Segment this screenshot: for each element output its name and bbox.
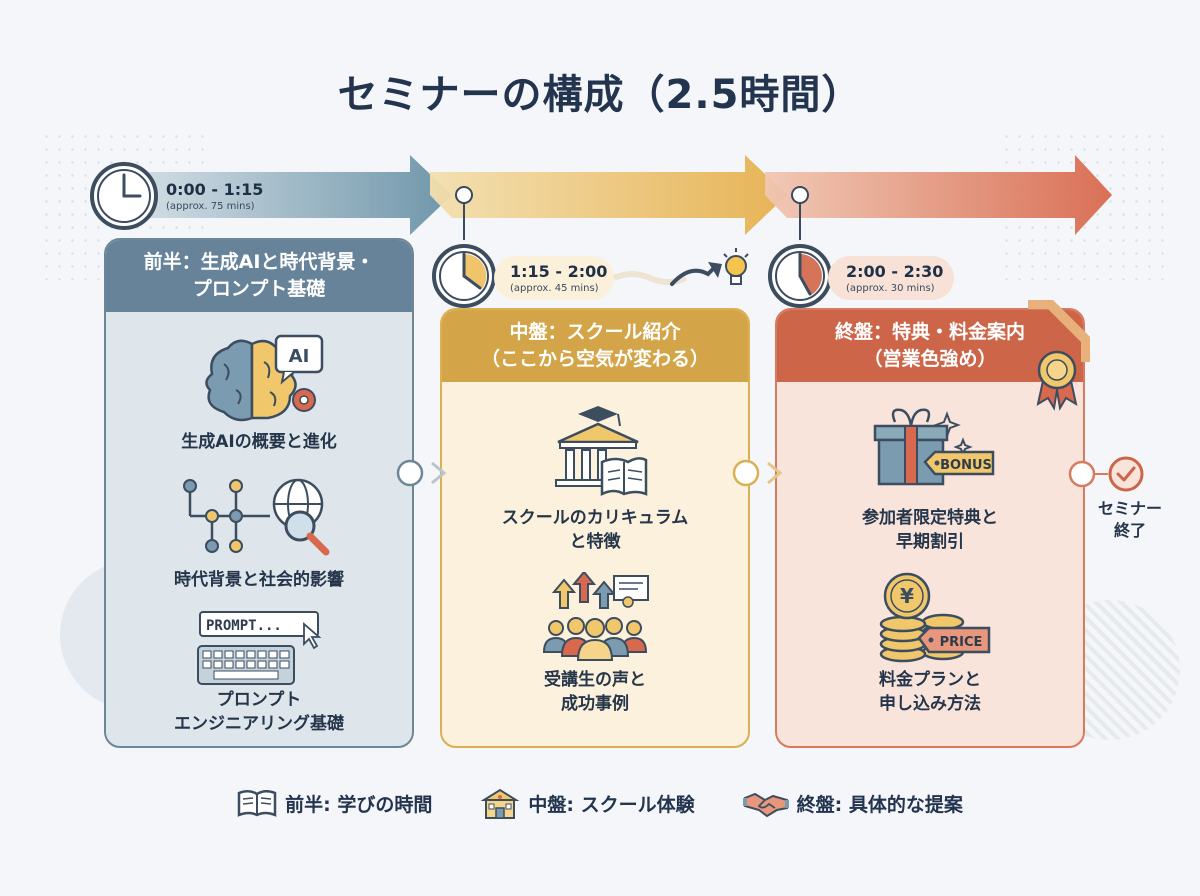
phase-heading: 中盤：スクール紹介 （ここから空気が変わる） [442, 310, 748, 382]
item-label-line: と特徴 [569, 532, 621, 552]
end-label-line: セミナー [1097, 499, 1162, 518]
timeline-arrow-1 [110, 155, 452, 235]
prompt-text: PROMPT... [206, 618, 282, 634]
time-label-2: 1:15 - 2:00 (approx. 45 mins) [510, 262, 607, 294]
item-label: スクールのカリキュラム と特徴 [442, 506, 748, 554]
seminar-end-label: セミナー 終了 [1092, 498, 1168, 542]
time-range: 1:15 - 2:00 [510, 262, 608, 281]
phase-heading-line: プロンプト基礎 [192, 278, 326, 300]
time-range: 2:00 - 2:30 [846, 262, 944, 281]
handshake-icon [742, 792, 789, 818]
item-label-line: 参加者限定特典と [862, 508, 998, 528]
item-label-line: プロンプト [216, 690, 302, 710]
item-label-line: 生成AIの概要と進化 [181, 432, 337, 452]
clock-icon [432, 244, 496, 308]
item-label: 生成AIの概要と進化 [106, 430, 412, 454]
time-duration: (approx. 75 mins) [166, 201, 255, 212]
keyboard-prompt-icon: PROMPT... [197, 611, 322, 685]
item-label-line: 料金プランと [879, 670, 981, 690]
book-icon [237, 790, 277, 817]
school-icon [480, 788, 520, 819]
time-label-1: 0:00 - 1:15 (approx. 75 mins) [166, 180, 263, 212]
item-label-line: 早期割引 [896, 532, 964, 552]
phase-heading-line: 中盤：スクール紹介 [509, 321, 681, 343]
phase-heading-line: 終盤：特典・料金案内 [834, 321, 1025, 343]
phase-heading-line: （営業色強め） [863, 348, 997, 370]
legend-item: 前半: 学びの時間 [237, 786, 432, 820]
connector-1 [396, 459, 447, 487]
item-label-line: 時代背景と社会的影響 [174, 570, 344, 590]
phase-heading: 前半：生成AIと時代背景・ プロンプト基礎 [106, 240, 412, 312]
legend-label: 中盤: スクール体験 [528, 793, 695, 816]
clock-icon [90, 162, 158, 230]
connector-2 [732, 459, 783, 487]
medal-icon [1028, 300, 1090, 411]
time-pill-3 [828, 256, 954, 300]
phase-panel-2: 中盤：スクール紹介 （ここから空気が変わる） スクールのカリキュラム と特徴 [440, 308, 750, 748]
item-label-line: 受講生の声と [544, 670, 646, 690]
time-duration: (approx. 30 mins) [846, 283, 935, 294]
price-tag-text: PRICE [940, 635, 983, 650]
end-label-line: 終了 [1113, 521, 1146, 540]
item-label-line: エンジニアリング基礎 [174, 714, 344, 734]
legend-label: 終盤: 具体的な提案 [796, 793, 963, 816]
coins-price-icon: ¥ PRICE [879, 572, 991, 663]
gift-bonus-icon: BONUS [873, 408, 995, 486]
ai-badge-text: AI [289, 346, 310, 367]
item-label: 参加者限定特典と 早期割引 [777, 506, 1083, 554]
phase-heading: 終盤：特典・料金案内 （営業色強め） [777, 310, 1083, 382]
network-globe-icon [183, 478, 330, 556]
legend-item: 中盤: スクール体験 [480, 786, 695, 820]
item-label: 料金プランと 申し込み方法 [777, 668, 1083, 716]
clock-icon [768, 244, 832, 308]
timeline-arrow-3 [765, 155, 1112, 235]
time-duration: (approx. 45 mins) [510, 283, 599, 294]
time-range: 0:00 - 1:15 [166, 180, 264, 199]
item-label-line: スクールのカリキュラム [501, 508, 689, 528]
legend-label: 前半: 学びの時間 [285, 793, 433, 816]
school-building-icon [555, 406, 648, 497]
phase-heading-line: 前半：生成AIと時代背景・ [143, 251, 375, 273]
legend: 前半: 学びの時間 中盤: スクール体験 終盤: 具体的な提案 [0, 786, 1200, 820]
timeline-arrow-2 [430, 155, 787, 235]
page-title: セミナーの構成（2.5時間） [337, 72, 863, 118]
phase-panel-1: 前半：生成AIと時代背景・ プロンプト基礎 AI 生成AIの概要と進化 [104, 238, 414, 748]
item-label: 時代背景と社会的影響 [106, 568, 412, 592]
bonus-tag-text: BONUS [940, 458, 992, 473]
trend-arrow-icon [612, 248, 749, 286]
yen-symbol: ¥ [900, 584, 914, 608]
phase-heading-line: （ここから空気が変わる） [480, 348, 709, 370]
brain-ai-icon: AI [205, 334, 324, 422]
time-label-3: 2:00 - 2:30 (approx. 30 mins) [846, 262, 943, 294]
timeline-arrows [110, 155, 1112, 240]
item-label: 受講生の声と 成功事例 [442, 668, 748, 716]
connector-3 [1068, 456, 1144, 492]
item-label-line: 成功事例 [561, 694, 629, 714]
legend-item: 終盤: 具体的な提案 [742, 786, 963, 820]
phase-panel-3: 終盤：特典・料金案内 （営業色強め） BONUS 参加者限定特典と 早期割引 ¥… [775, 308, 1085, 748]
item-label: プロンプト エンジニアリング基礎 [106, 688, 412, 736]
time-pill-2 [494, 256, 614, 300]
item-label-line: 申し込み方法 [879, 694, 981, 714]
students-growth-icon [542, 572, 649, 661]
